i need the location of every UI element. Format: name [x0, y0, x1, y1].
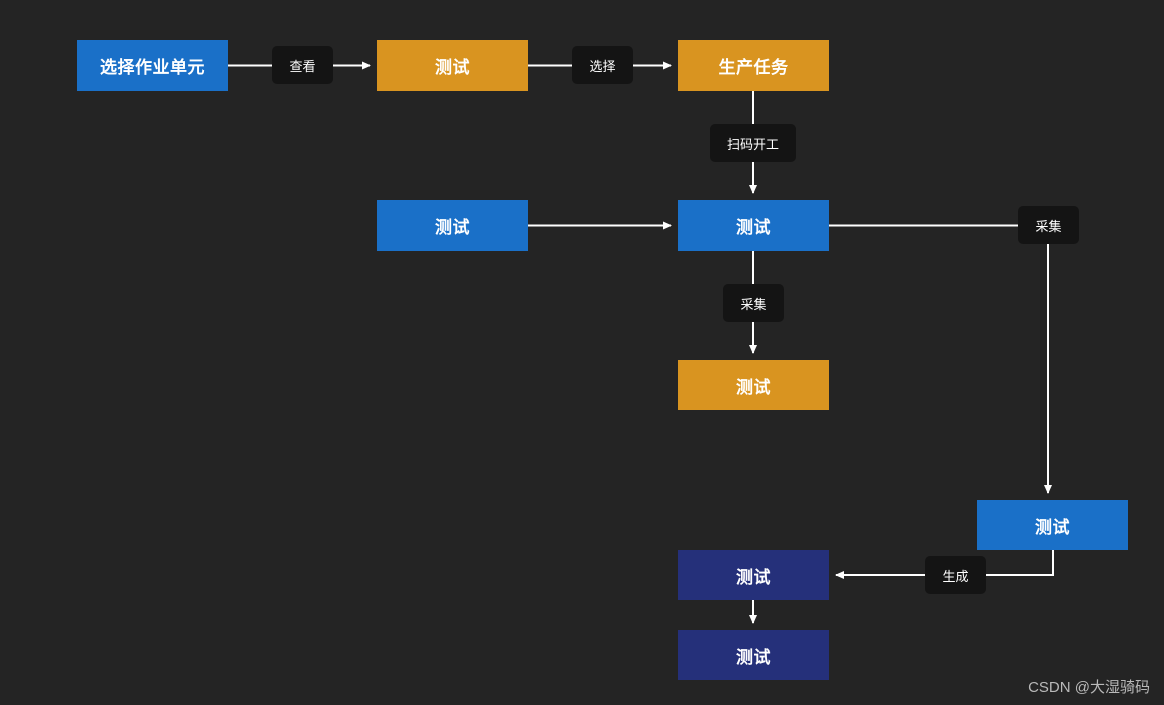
edge-n7-to-label-generate [986, 550, 1054, 576]
node-production-task[interactable]: 生产任务 [678, 40, 829, 91]
edge-label-scan-start: 扫码开工 [710, 124, 796, 162]
edge-label-view: 查看 [272, 46, 333, 84]
edge-label-collect-right: 采集 [1018, 206, 1079, 244]
edge-label-select: 选择 [572, 46, 633, 84]
node-select-work-unit[interactable]: 选择作业单元 [77, 40, 228, 91]
node-test-right-lower[interactable]: 测试 [977, 500, 1128, 550]
node-test-top-middle[interactable]: 测试 [377, 40, 528, 91]
node-test-mid-left[interactable]: 测试 [377, 200, 528, 251]
node-test-navy-lower[interactable]: 测试 [678, 630, 829, 680]
edge-label-collect-down: 采集 [723, 284, 784, 322]
node-test-mid-center[interactable]: 测试 [678, 200, 829, 251]
csdn-watermark: CSDN @大湿骑码 [1028, 679, 1150, 696]
edge-label-generate: 生成 [925, 556, 986, 594]
node-test-orange-lower[interactable]: 测试 [678, 360, 829, 410]
node-test-navy-upper[interactable]: 测试 [678, 550, 829, 600]
